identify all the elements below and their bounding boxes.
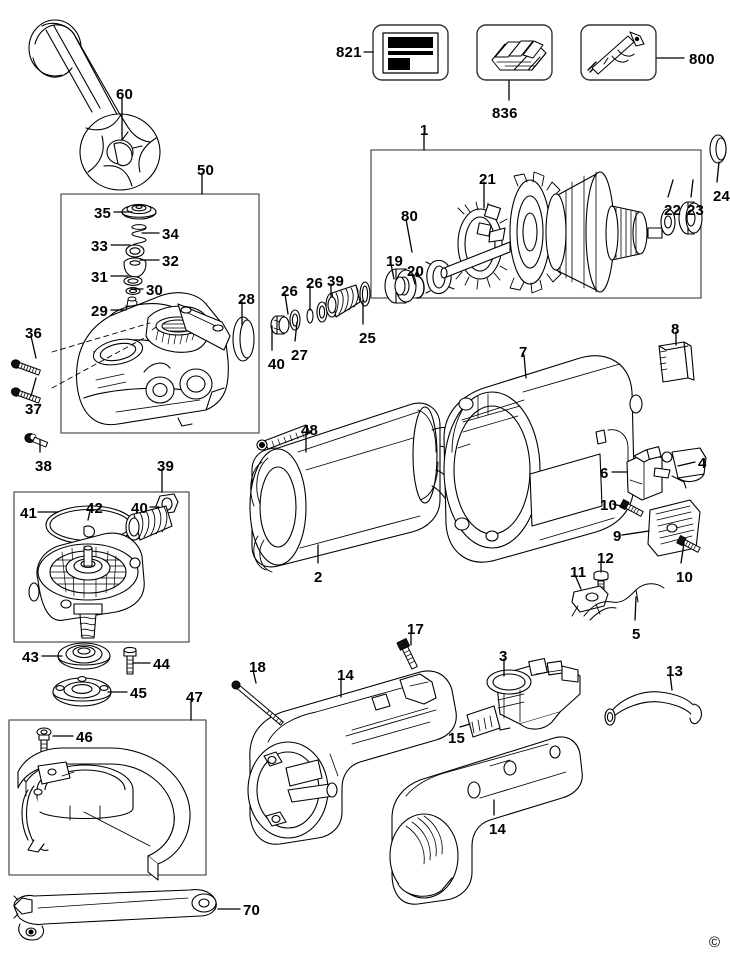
callout-800: 800 bbox=[689, 51, 715, 68]
callout-7: 7 bbox=[519, 344, 528, 361]
callout-44: 44 bbox=[153, 656, 171, 673]
callout-37: 37 bbox=[25, 401, 43, 418]
callout-11: 11 bbox=[570, 564, 587, 581]
callout-43: 43 bbox=[22, 649, 40, 666]
callout-20: 20 bbox=[407, 263, 425, 280]
leader-line-18 bbox=[252, 669, 257, 684]
callout-33: 33 bbox=[91, 238, 109, 255]
callout-22: 22 bbox=[664, 202, 682, 219]
callout-26: 26 bbox=[281, 283, 299, 300]
callout-28: 28 bbox=[238, 291, 256, 308]
callout-5: 5 bbox=[632, 626, 641, 643]
callout-12: 12 bbox=[597, 550, 615, 567]
callout-836: 836 bbox=[492, 105, 518, 122]
leader-line-22 bbox=[667, 179, 674, 198]
callout-40: 40 bbox=[268, 356, 286, 373]
callout-14b: 14 bbox=[489, 821, 507, 838]
callout-39: 39 bbox=[157, 458, 175, 475]
callout-24: 24 bbox=[713, 188, 730, 205]
callout-34: 34 bbox=[162, 226, 180, 243]
leader-line-36 bbox=[30, 335, 37, 359]
callout-10: 10 bbox=[600, 497, 618, 514]
leader-line-23 bbox=[690, 179, 694, 198]
callout-48: 48 bbox=[301, 422, 319, 439]
callout-32: 32 bbox=[162, 253, 180, 270]
callout-29: 29 bbox=[91, 303, 109, 320]
callout-821: 821 bbox=[336, 44, 362, 61]
callout-41: 41 bbox=[20, 505, 38, 522]
callout-80: 80 bbox=[401, 208, 419, 225]
callout-45: 45 bbox=[130, 685, 148, 702]
leader-line-27 bbox=[294, 321, 298, 342]
callout-18: 18 bbox=[249, 659, 267, 676]
callout-23: 23 bbox=[687, 202, 705, 219]
callout-10b: 10 bbox=[676, 569, 694, 586]
leader-line-5 bbox=[634, 596, 637, 621]
callout-21: 21 bbox=[479, 171, 497, 188]
callout-19: 19 bbox=[386, 253, 404, 270]
callout-2: 2 bbox=[314, 569, 323, 586]
callout-30: 30 bbox=[146, 282, 164, 299]
leader-line-26 bbox=[284, 293, 289, 315]
leader-line-20 bbox=[411, 273, 416, 285]
leader-line-80 bbox=[405, 218, 413, 253]
callout-17: 17 bbox=[407, 621, 425, 638]
callout-1: 1 bbox=[420, 122, 429, 139]
leader-line-13 bbox=[669, 673, 673, 691]
callout-36: 36 bbox=[25, 325, 43, 342]
callout-38: 38 bbox=[35, 458, 53, 475]
callout-27: 27 bbox=[291, 347, 309, 364]
leader-line-7 bbox=[523, 354, 527, 379]
callout-46: 46 bbox=[76, 729, 94, 746]
callout-13: 13 bbox=[666, 663, 684, 680]
callout-4: 4 bbox=[698, 455, 707, 472]
callout-15: 15 bbox=[448, 730, 466, 747]
leader-line-11 bbox=[574, 574, 582, 590]
callout-26b: 26 bbox=[306, 275, 324, 292]
callout-42: 42 bbox=[86, 500, 104, 517]
leader-line-15 bbox=[459, 723, 471, 728]
callout-8: 8 bbox=[671, 321, 680, 338]
leader-line-10b bbox=[680, 542, 685, 564]
callout-9: 9 bbox=[613, 528, 622, 545]
callout-35: 35 bbox=[94, 205, 112, 222]
callout-70: 70 bbox=[243, 902, 261, 919]
leader-line-10 bbox=[612, 503, 626, 508]
leader-line-19 bbox=[390, 263, 395, 280]
callout-14: 14 bbox=[337, 667, 355, 684]
leader-line-4 bbox=[677, 461, 696, 467]
leader-line-9 bbox=[621, 530, 650, 536]
leader-line-24 bbox=[716, 161, 720, 183]
callout-50: 50 bbox=[197, 162, 215, 179]
callout-25: 25 bbox=[359, 330, 377, 347]
leader-line-37 bbox=[30, 377, 37, 397]
callout-3: 3 bbox=[499, 648, 508, 665]
leader-line-42 bbox=[87, 510, 91, 521]
callout-6: 6 bbox=[600, 465, 609, 482]
callout-40b: 40 bbox=[131, 500, 149, 517]
callout-31: 31 bbox=[91, 269, 109, 286]
callout-60: 60 bbox=[116, 86, 134, 103]
callout-47: 47 bbox=[186, 689, 204, 706]
copyright-mark: © bbox=[708, 934, 720, 951]
callout-39a: 39 bbox=[327, 273, 345, 290]
